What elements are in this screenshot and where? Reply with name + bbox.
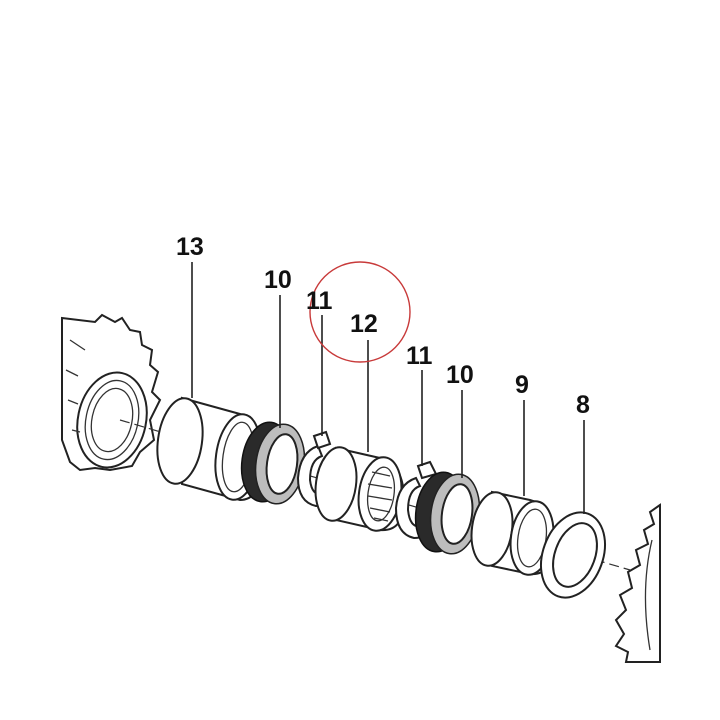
label-9: 9 [515, 371, 529, 399]
part-12-splined-sleeve [314, 446, 406, 532]
left-hub-housing [61, 313, 162, 472]
highlight-circle [309, 261, 411, 363]
label-11-left: 11 [306, 287, 333, 315]
label-13: 13 [176, 233, 204, 261]
label-11-right: 11 [406, 342, 433, 370]
label-10-right: 10 [446, 361, 474, 389]
part-10-bearing-left [240, 421, 306, 505]
label-8: 8 [576, 391, 590, 419]
label-12: 12 [350, 310, 378, 338]
part-10-bearing-right [414, 471, 481, 555]
label-10-left: 10 [264, 266, 292, 294]
leader-lines [191, 262, 585, 514]
part-8-washer [540, 511, 606, 599]
right-sprocket [614, 503, 661, 663]
